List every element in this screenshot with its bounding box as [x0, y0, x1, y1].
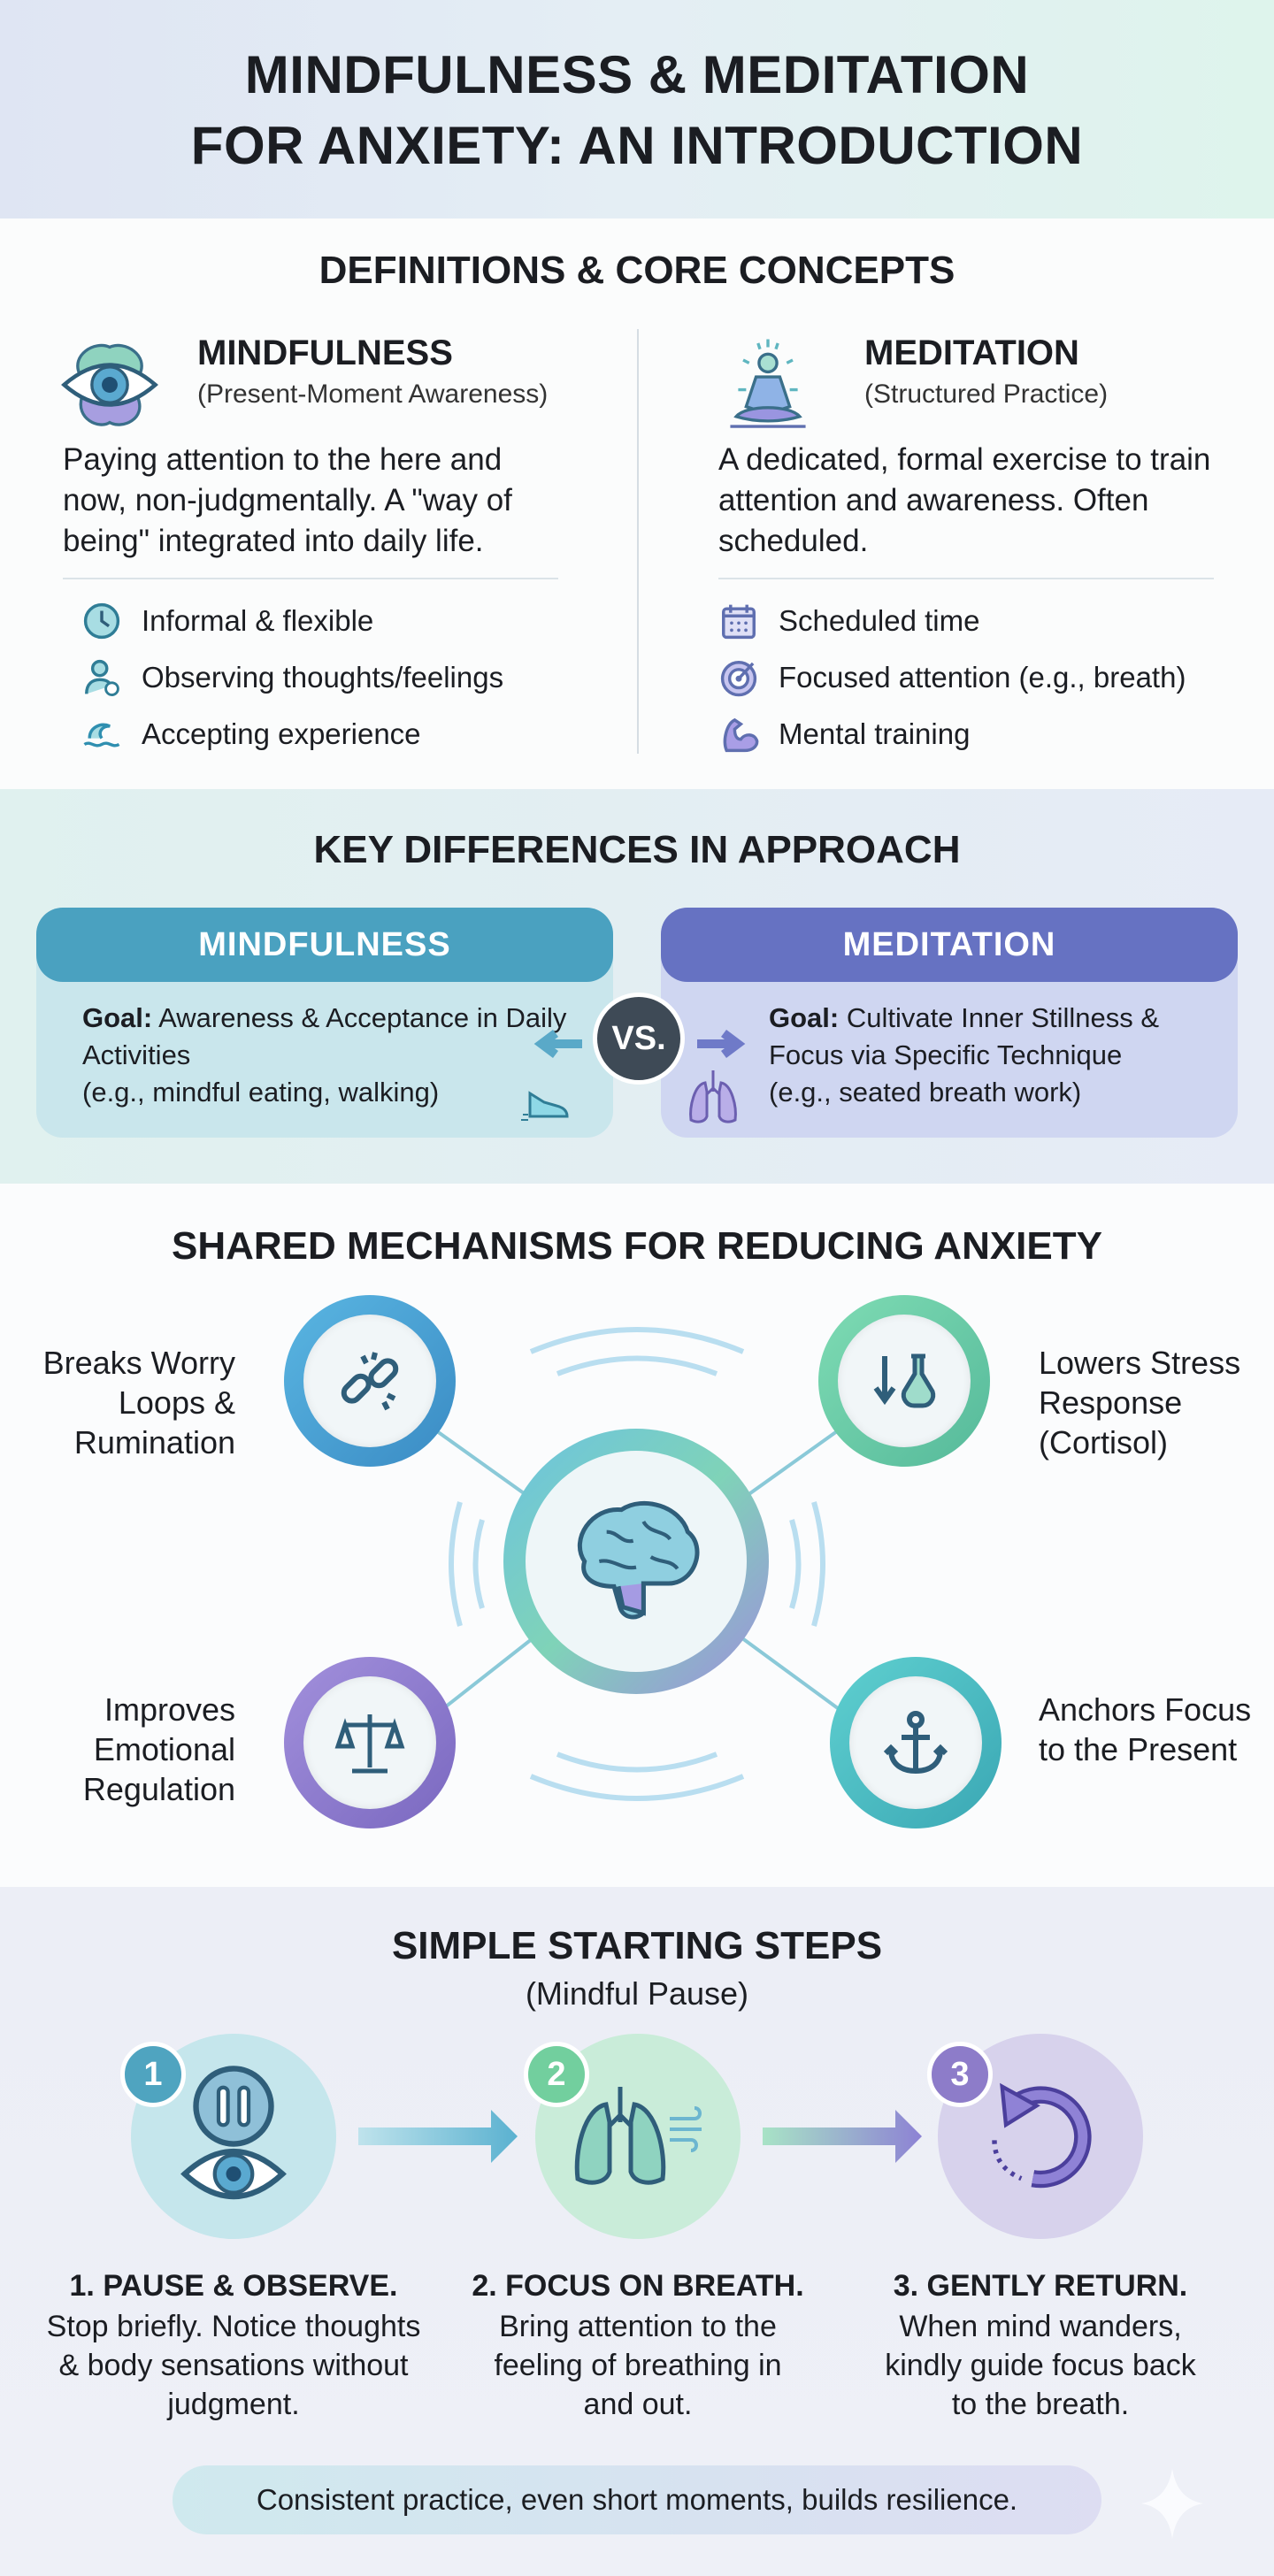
- step-description: Stop briefly. Notice thoughts & body sen…: [46, 2310, 421, 2421]
- vs-arrows: [533, 1030, 746, 1058]
- page-title-line1: MINDFULNESS & MEDITATION: [244, 45, 1030, 104]
- divider: [718, 578, 1214, 579]
- item-label: Observing thoughts/feelings: [142, 661, 504, 694]
- meditation-subtitle: (Structured Practice): [864, 380, 1109, 409]
- person-observing-icon: [85, 659, 119, 696]
- goal-example: (e.g., seated breath work): [769, 1077, 1082, 1108]
- steps-heading: SIMPLE STARTING STEPS: [391, 1924, 883, 1967]
- meditation-description: A dedicated, formal exercise to train at…: [718, 442, 1211, 558]
- goal-label: Goal:: [82, 1002, 153, 1033]
- footer-banner: Consistent practice, even short moments,…: [173, 2465, 1101, 2534]
- meditation-goal: Goal: Cultivate Inner Stillness & Focus …: [769, 1000, 1229, 1111]
- steps-subheading: (Mindful Pause): [525, 1975, 749, 2012]
- lungs-breath-icon: [574, 2087, 702, 2185]
- meditation-approach-title: MEDITATION: [661, 908, 1238, 982]
- broken-chain-icon: [341, 1352, 399, 1411]
- item-label: Scheduled time: [779, 604, 980, 637]
- meditating-person-icon: [730, 339, 806, 428]
- meditation-item: Scheduled time: [718, 599, 1186, 643]
- mindfulness-item: Accepting experience: [81, 712, 503, 756]
- mindfulness-subtitle: (Present-Moment Awareness): [197, 380, 549, 409]
- mechanisms-heading: SHARED MECHANISMS FOR REDUCING ANXIETY: [172, 1224, 1102, 1268]
- mechanism-breaks-worry: [284, 1295, 456, 1467]
- mechanism-emotional-regulation: [284, 1657, 456, 1828]
- wave-icon: [83, 723, 120, 748]
- item-label: Focused attention (e.g., breath): [779, 661, 1186, 694]
- brain-hub: [503, 1429, 769, 1694]
- step-title: 2. FOCUS ON BREATH.: [472, 2269, 804, 2303]
- mechanism-label: Improves Emotional Regulation: [82, 1691, 235, 1807]
- definitions-section: DEFINITIONS & CORE CONCEPTS MINDFULNESS …: [0, 218, 1274, 789]
- step-1-text: 1. PAUSE & OBSERVE. Stop briefly. Notice…: [30, 2265, 437, 2424]
- mechanism-lowers-stress: [818, 1295, 990, 1467]
- mindfulness-goal: Goal: Awareness & Acceptance in Daily Ac…: [82, 1000, 578, 1111]
- step-2-badge: 2: [524, 2042, 589, 2107]
- sneaker-icon: [521, 1091, 569, 1121]
- differences-heading: KEY DIFFERENCES IN APPROACH: [313, 828, 961, 871]
- step-arrow: [358, 2110, 518, 2163]
- definitions-heading: DEFINITIONS & CORE CONCEPTS: [318, 249, 956, 292]
- step-arrow: [763, 2110, 922, 2163]
- anchor-icon: [883, 1711, 948, 1775]
- item-label: Accepting experience: [142, 717, 421, 750]
- mechanism-label: Lowers Stress Response (Cortisol): [1039, 1345, 1241, 1460]
- step-description: When mind wanders, kindly guide focus ba…: [885, 2310, 1196, 2421]
- mindfulness-title: MINDFULNESS: [197, 334, 453, 372]
- step-2-text: 2. FOCUS ON BREATH. Bring attention to t…: [434, 2265, 841, 2424]
- meditation-title: MEDITATION: [864, 334, 1079, 372]
- mindfulness-item: Observing thoughts/feelings: [81, 656, 503, 700]
- step-3-badge: 3: [927, 2042, 993, 2107]
- lungs-icon: [689, 1070, 737, 1123]
- item-label: Mental training: [779, 717, 971, 750]
- mindful-eye-brain-icon: [61, 343, 158, 426]
- page-title-line2: FOR ANXIETY: AN INTRODUCTION: [190, 116, 1084, 175]
- step-title: 1. PAUSE & OBSERVE.: [69, 2269, 398, 2303]
- vs-badge: VS.: [593, 993, 685, 1085]
- column-divider: [637, 329, 639, 754]
- pause-eye-icon: [180, 2066, 287, 2200]
- goal-example: (e.g., mindful eating, walking): [82, 1077, 440, 1108]
- divider: [63, 578, 558, 579]
- return-arrow-icon: [992, 2082, 1092, 2189]
- step-description: Bring attention to the feeling of breath…: [494, 2310, 782, 2421]
- brain-icon: [578, 1500, 700, 1620]
- mechanism-label: Anchors Focus to the Present: [1039, 1691, 1252, 1767]
- meditation-item: Mental training: [718, 712, 1186, 756]
- muscle-icon: [723, 717, 759, 753]
- mindfulness-approach-card: MINDFULNESS Goal: Awareness & Acceptance…: [36, 908, 613, 1138]
- goal-text: Awareness & Acceptance in Daily Activiti…: [82, 1002, 567, 1070]
- mindfulness-description: Paying attention to the here and now, no…: [63, 442, 512, 558]
- mechanism-label: Breaks Worry Loops & Rumination: [42, 1345, 235, 1460]
- mechanism-anchors-focus: [830, 1657, 1002, 1828]
- sparkle-icon: [1141, 2468, 1203, 2539]
- calendar-icon: [722, 604, 756, 640]
- clock-icon: [83, 602, 120, 640]
- mindfulness-approach-title: MINDFULNESS: [36, 908, 613, 982]
- meditation-approach-card: MEDITATION Goal: Cultivate Inner Stillne…: [661, 908, 1238, 1138]
- goal-text: Cultivate Inner Stillness & Focus via Sp…: [769, 1002, 1160, 1070]
- mindfulness-item: Informal & flexible: [81, 599, 503, 643]
- stress-flask-icon: [873, 1353, 936, 1408]
- item-label: Informal & flexible: [142, 604, 374, 637]
- scales-icon: [334, 1714, 405, 1774]
- goal-label: Goal:: [769, 1002, 840, 1033]
- target-icon: [720, 661, 757, 697]
- step-3-text: 3. GENTLY RETURN. When mind wanders, kin…: [837, 2265, 1244, 2424]
- step-1-badge: 1: [120, 2042, 186, 2107]
- step-title: 3. GENTLY RETURN.: [893, 2269, 1188, 2303]
- meditation-item: Focused attention (e.g., breath): [718, 656, 1186, 700]
- header: MINDFULNESS & MEDITATION FOR ANXIETY: AN…: [0, 0, 1274, 218]
